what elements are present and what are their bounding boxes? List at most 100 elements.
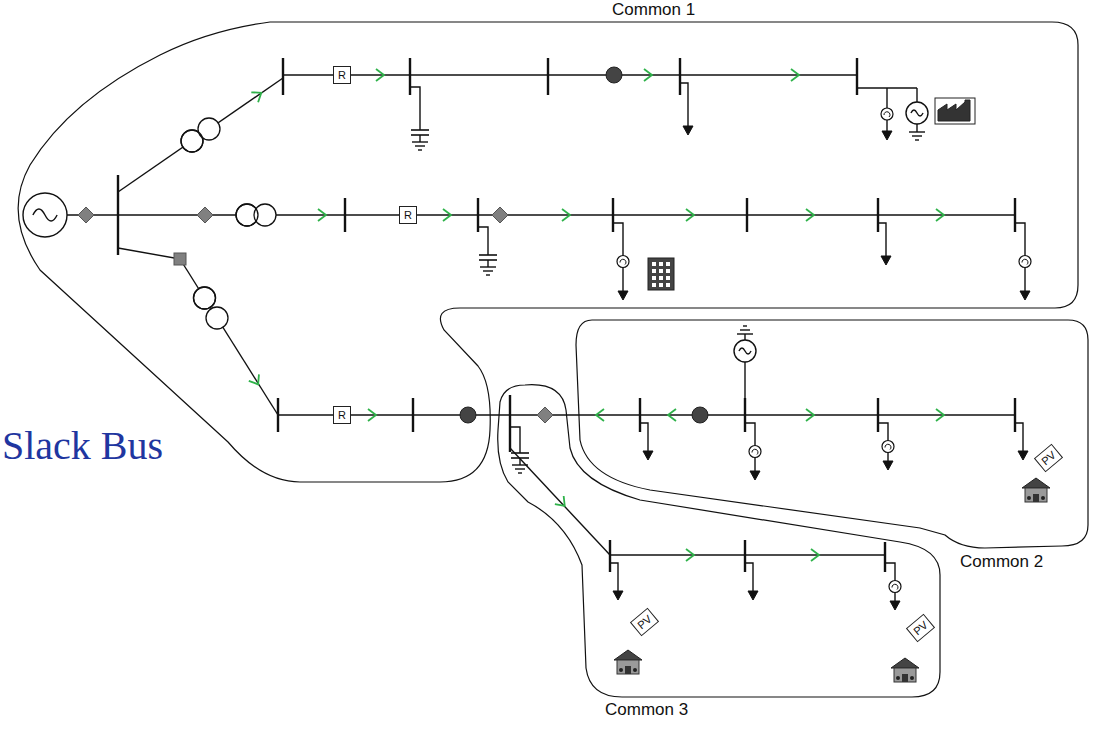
ground-symbol bbox=[743, 325, 747, 326]
meter-arc bbox=[884, 112, 890, 117]
load-arrow bbox=[883, 461, 893, 470]
generator-symbol bbox=[906, 102, 928, 124]
office-building-icon bbox=[648, 258, 674, 290]
transformer-winding bbox=[194, 287, 216, 309]
flow-arrow bbox=[249, 374, 263, 387]
recloser-box: R bbox=[333, 406, 351, 424]
ground-symbol bbox=[415, 145, 425, 146]
building-window bbox=[666, 262, 670, 266]
house-body bbox=[894, 668, 916, 682]
region-boundary bbox=[498, 385, 940, 697]
flow-arrow bbox=[443, 209, 451, 221]
bus-bar bbox=[884, 542, 886, 572]
load-arrow bbox=[613, 591, 623, 600]
recloser-label: R bbox=[404, 210, 412, 221]
generator-symbol bbox=[734, 340, 756, 362]
flow-arrow bbox=[806, 209, 814, 221]
transformer-winding bbox=[194, 287, 216, 309]
bus-bar bbox=[877, 398, 879, 432]
switch-dot bbox=[606, 67, 622, 83]
meter-symbol bbox=[881, 108, 893, 120]
bus-bar bbox=[547, 58, 549, 95]
bus-bar bbox=[612, 198, 614, 232]
generator-wave bbox=[33, 209, 57, 221]
pv-tag: PV bbox=[1033, 444, 1062, 473]
breaker-diamond bbox=[492, 207, 508, 223]
pv-label: PV bbox=[635, 613, 653, 631]
building-body bbox=[648, 258, 674, 290]
meter-arc bbox=[752, 449, 758, 454]
house-figure bbox=[1027, 496, 1031, 500]
load-arrow bbox=[643, 451, 653, 460]
flow-arrow bbox=[376, 69, 384, 81]
wire bbox=[510, 448, 610, 555]
bus-bar bbox=[744, 398, 746, 432]
house-door bbox=[1033, 494, 1039, 502]
house-roof bbox=[1022, 478, 1050, 488]
recloser-label: R bbox=[338, 410, 346, 421]
factory-icon bbox=[935, 98, 975, 124]
flow-arrow bbox=[318, 209, 326, 221]
wire bbox=[916, 124, 917, 132]
building-window bbox=[652, 276, 656, 280]
flow-arrow-head bbox=[251, 88, 264, 102]
recloser-label: R bbox=[338, 70, 346, 81]
building-window bbox=[666, 276, 670, 280]
flow-arrow-head bbox=[249, 374, 263, 387]
house-icon bbox=[614, 650, 642, 674]
ground-symbol bbox=[909, 131, 925, 132]
load-arrow bbox=[881, 256, 891, 265]
bus-bar bbox=[856, 58, 858, 95]
load-arrow bbox=[890, 601, 900, 610]
pv-label: PV bbox=[911, 619, 929, 637]
flow-arrow bbox=[644, 69, 652, 81]
ground-symbol bbox=[915, 139, 919, 140]
flow-arrow bbox=[811, 549, 819, 561]
region-name: Common 2 bbox=[960, 553, 1043, 572]
flow-arrow-head bbox=[555, 496, 569, 510]
wire bbox=[118, 248, 180, 259]
bus-bar bbox=[1014, 198, 1016, 232]
flow-arrow bbox=[596, 409, 604, 421]
bus-bar bbox=[1014, 398, 1016, 432]
breaker-diamond bbox=[78, 207, 94, 223]
generator-wave bbox=[739, 348, 751, 354]
building-window bbox=[659, 269, 663, 273]
building-window bbox=[652, 262, 656, 266]
recloser-box: R bbox=[333, 66, 351, 84]
bus-bar bbox=[344, 198, 346, 232]
load-arrow bbox=[882, 131, 892, 140]
ground-symbol bbox=[518, 472, 522, 473]
pv-tag: PV bbox=[629, 608, 658, 637]
capacitor-plate bbox=[479, 254, 497, 256]
flow-arrow bbox=[555, 496, 569, 510]
building-window bbox=[659, 283, 663, 287]
wire bbox=[744, 362, 745, 398]
house-roof bbox=[614, 650, 642, 660]
house-figure bbox=[619, 668, 623, 672]
building-window bbox=[666, 269, 670, 273]
slack-bus-label: Slack Bus bbox=[2, 424, 163, 468]
load-arrow bbox=[618, 291, 628, 300]
bus-bar bbox=[679, 58, 681, 95]
bus-bar bbox=[877, 198, 879, 232]
meter-symbol bbox=[1019, 256, 1031, 268]
ground-symbol bbox=[912, 135, 922, 136]
house-figure bbox=[910, 676, 914, 680]
factory-silhouette bbox=[938, 100, 970, 121]
ground-symbol bbox=[515, 468, 525, 469]
wire bbox=[610, 554, 885, 555]
building-window bbox=[659, 262, 663, 266]
transformer-winding bbox=[206, 307, 228, 329]
flow-arrow bbox=[368, 409, 376, 421]
house-door bbox=[902, 674, 908, 682]
flow-arrow bbox=[668, 409, 676, 421]
flow-arrow bbox=[686, 209, 694, 221]
meter-arc bbox=[885, 444, 891, 449]
meter-arc bbox=[620, 259, 626, 264]
region-boundary bbox=[18, 22, 1078, 482]
switch-dot bbox=[460, 407, 476, 423]
region-outline-svg bbox=[485, 375, 945, 727]
